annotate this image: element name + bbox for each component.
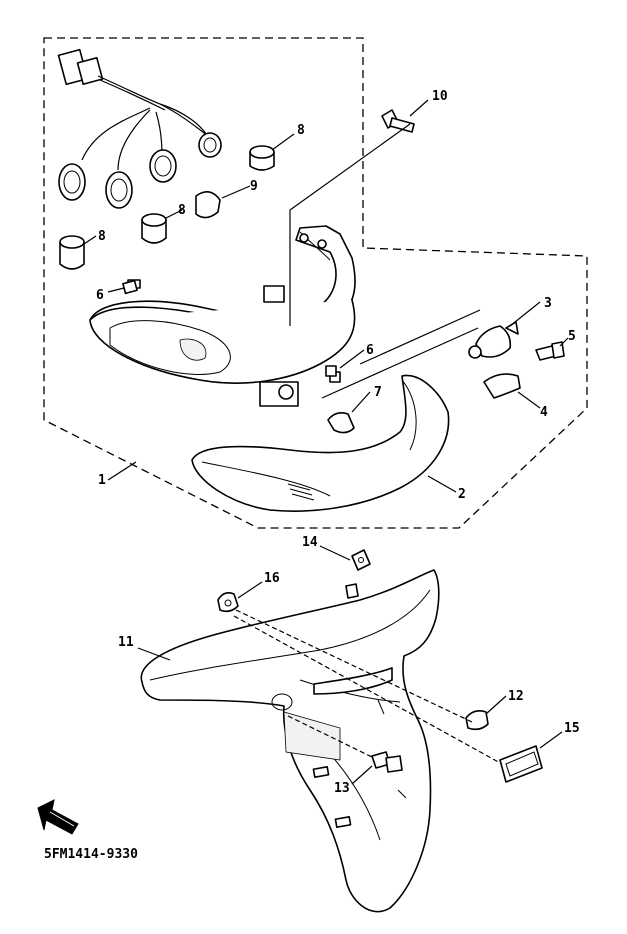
label-part-7: 7	[374, 385, 382, 400]
bulb-8-left	[59, 235, 85, 270]
lens-2	[191, 374, 450, 512]
label-part-1: 1	[98, 473, 106, 488]
nut-6-top	[122, 279, 138, 295]
wiring-harness	[57, 48, 222, 209]
label-part-3: 3	[544, 296, 552, 311]
cover-4	[483, 373, 521, 399]
reflector-15	[499, 745, 543, 783]
label-part-4: 4	[540, 405, 548, 420]
leader-lines-upper	[83, 99, 569, 493]
label-part-2: 2	[458, 487, 466, 502]
bulb-8-middle	[141, 213, 167, 244]
label-part-9: 9	[250, 179, 258, 194]
drawing-code: 5FM1414-9330	[44, 847, 138, 862]
leader-lines-lower	[137, 545, 563, 785]
label-part-8-middle: 8	[178, 203, 186, 218]
nut-12	[465, 710, 489, 731]
label-part-6-right: 6	[366, 343, 374, 358]
front-arrow-icon	[37, 799, 79, 835]
label-part-12: 12	[508, 689, 524, 704]
bulb-8-top	[249, 145, 275, 171]
label-part-14: 14	[302, 535, 318, 550]
clip-14	[351, 549, 371, 571]
label-part-13: 13	[334, 781, 350, 796]
nut-6-right	[325, 365, 337, 377]
bulb-7	[327, 412, 355, 434]
nut-16	[217, 592, 239, 613]
bolt-13	[371, 751, 403, 773]
taillight-housing	[89, 225, 356, 407]
fender-11	[140, 569, 440, 913]
label-part-8-top: 8	[297, 123, 305, 138]
socket-3	[468, 321, 519, 359]
label-part-16: 16	[264, 571, 280, 586]
label-part-15: 15	[564, 721, 580, 736]
screw-10	[381, 109, 415, 133]
label-part-6-top: 6	[96, 288, 104, 303]
bulb-9	[195, 191, 221, 219]
screw-5	[535, 341, 565, 361]
label-part-10: 10	[432, 89, 448, 104]
label-part-5: 5	[568, 329, 576, 344]
label-part-11: 11	[118, 635, 134, 650]
label-part-8-left: 8	[98, 229, 106, 244]
